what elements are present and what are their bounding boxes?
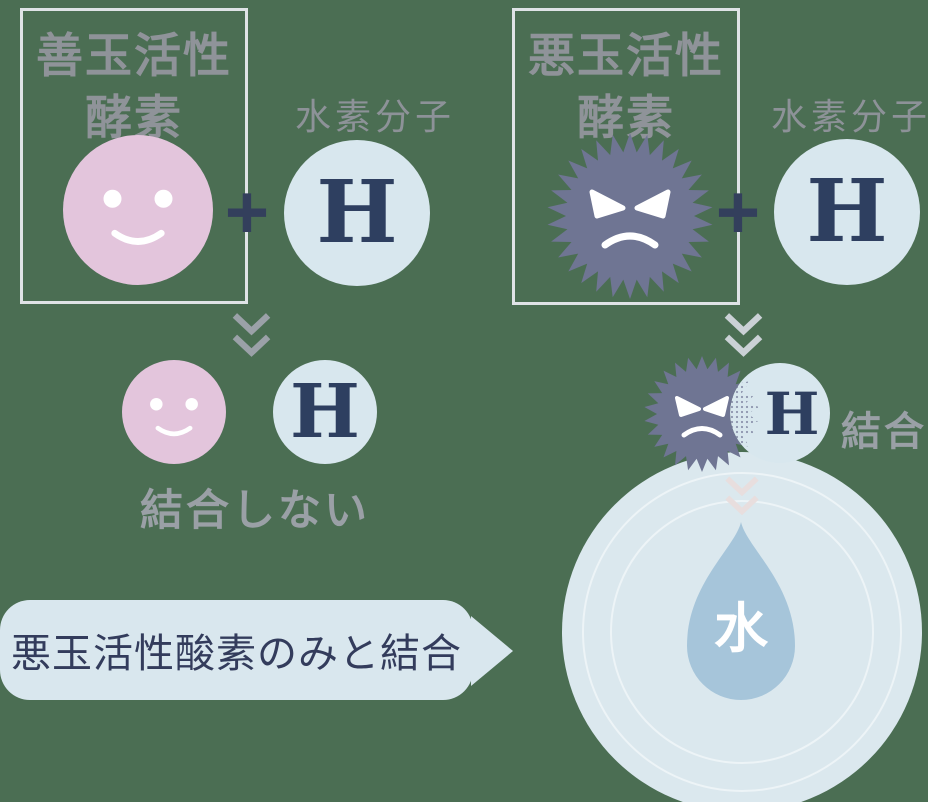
hydrogen-circle: H	[284, 140, 430, 286]
callout-text: 悪玉活性酸素のみと結合	[11, 632, 462, 676]
hydrogen-circle: H	[774, 139, 920, 285]
down-chevron-icon	[724, 313, 763, 357]
good-enzyme-smiley-small-icon	[122, 360, 226, 464]
callout-bubble: 悪玉活性酸素のみと結合	[0, 600, 473, 700]
good-enzyme-title-line1: 善玉活性	[36, 29, 232, 82]
hydrogen-symbol: H	[316, 162, 398, 263]
outer-ring	[582, 472, 902, 792]
plus-icon: +	[715, 170, 761, 255]
good-enzyme-smiley-icon	[63, 135, 213, 285]
water-label: 水	[714, 599, 768, 659]
good-enzyme-title: 善玉活性 酵素	[23, 11, 245, 149]
inner-ring	[610, 500, 874, 764]
bonded-hydrogen-symbol-wrap: H	[762, 384, 822, 444]
hydrogen-circle-small: H	[273, 360, 377, 464]
bad-enzyme-title-line1: 悪玉活性	[528, 29, 724, 82]
bond-group-icon	[644, 356, 830, 472]
down-chevron-faint-icon	[725, 476, 759, 516]
bad-enzyme-title: 悪玉活性 酵素	[515, 11, 737, 149]
bad-enzyme-box: 悪玉活性 酵素	[512, 8, 740, 305]
plus-icon: +	[224, 170, 270, 255]
bad-enzyme-title-line2: 酵素	[577, 91, 675, 145]
hydrogen-symbol: H	[806, 161, 888, 262]
hydrogen-symbol-small: H	[764, 380, 820, 448]
water-drop-icon	[687, 522, 795, 700]
hydrogen-symbol-small: H	[290, 369, 360, 455]
hydrogen-molecule-label: 水素分子	[770, 96, 928, 137]
bad-enzyme-spiky-icon	[547, 133, 713, 299]
bond-caption: 結合	[841, 410, 927, 454]
down-chevron-icon	[232, 313, 271, 357]
no-bond-caption: 結合しない	[140, 487, 370, 535]
callout-bubble-tail	[471, 616, 513, 686]
hydrogen-molecule-label: 水素分子	[294, 96, 455, 137]
